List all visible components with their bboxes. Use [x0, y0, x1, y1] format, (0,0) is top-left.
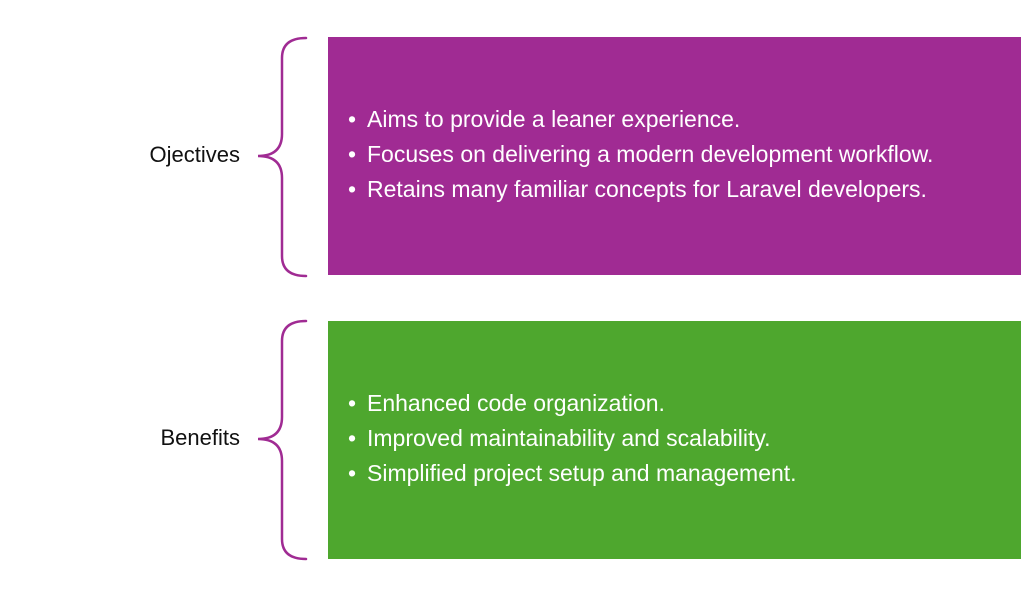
benefits-item: Improved maintainability and scalability… — [338, 423, 1001, 454]
objectives-item: Retains many familiar concepts for Larav… — [338, 174, 1001, 205]
objectives-label: Ojectives — [149, 142, 240, 167]
objectives-group: Ojectives Aims to provide a leaner exper… — [0, 0, 1024, 298]
objectives-brace — [257, 36, 308, 278]
objectives-box: Aims to provide a leaner experience. Foc… — [328, 37, 1021, 275]
objectives-item: Aims to provide a leaner experience. — [338, 104, 1001, 135]
benefits-item: Simplified project setup and management. — [338, 458, 1001, 489]
benefits-list: Enhanced code organization. Improved mai… — [338, 388, 1001, 493]
benefits-brace — [257, 319, 308, 561]
benefits-item: Enhanced code organization. — [338, 388, 1001, 419]
benefits-label: Benefits — [160, 425, 241, 450]
objectives-list: Aims to provide a leaner experience. Foc… — [338, 104, 1001, 209]
benefits-box: Enhanced code organization. Improved mai… — [328, 321, 1021, 559]
objectives-item: Focuses on delivering a modern developme… — [338, 139, 1001, 170]
